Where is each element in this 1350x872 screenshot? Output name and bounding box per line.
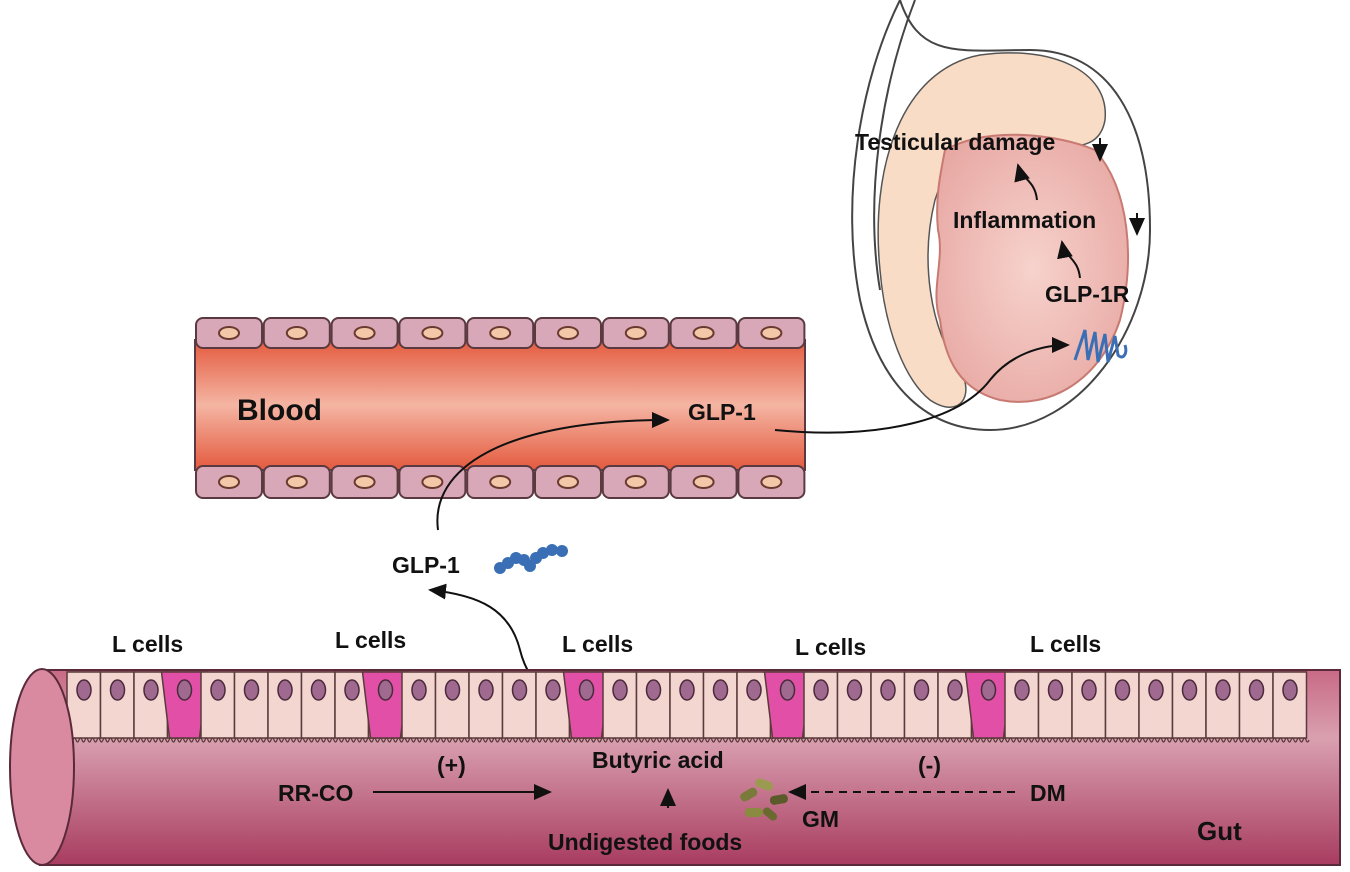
cell-nucleus [421,475,444,489]
cell-nucleus [1248,679,1265,701]
cell-nucleus [353,475,376,489]
l-cell-body [763,671,812,739]
cell-nucleus [143,679,159,701]
curved-arrow-icon [1057,240,1081,279]
cell-nucleus [612,679,628,701]
minus-label: (-) [918,752,941,778]
cell-nucleus [310,679,327,701]
gut-microbiota-icon [740,778,788,821]
cell-nucleus [578,679,595,701]
arrow-to-blood [436,412,670,531]
cell-nucleus [692,326,715,340]
gut [9,668,1341,866]
cell-nucleus [353,326,376,340]
glp1-molecule-icon [494,544,568,574]
dm-label: DM [1030,780,1066,806]
l-cells-label: L cells [1030,631,1101,657]
glp1r-label: GLP-1R [1045,281,1130,307]
cell-nucleus [444,679,461,701]
undigested-foods-label: Undigested foods [548,829,742,855]
cell-nucleus [218,326,240,340]
cell-nucleus [624,475,647,489]
glp1-free-label: GLP-1 [392,552,460,578]
testicular-damage-label: Testicular damage [855,129,1055,155]
cell-nucleus [1014,679,1030,701]
plus-label: (+) [437,752,466,778]
arrow-to-testis [774,337,1070,434]
cell-nucleus [1282,679,1298,701]
epithelial-cell [736,671,772,739]
cell-nucleus [377,679,394,701]
cell-nucleus [489,475,512,489]
testis [851,0,1152,432]
cell-nucleus [411,679,427,701]
cell-nucleus [421,326,444,340]
cell-nucleus [285,326,308,340]
cell-nucleus [746,679,762,701]
cell-nucleus [645,679,662,701]
cell-nucleus [1181,679,1198,701]
curved-arrow-icon [1014,163,1038,201]
cell-nucleus [880,679,896,701]
cell-nucleus [1114,679,1131,701]
l-cells-label: L cells [562,631,633,657]
gm-label: GM [802,806,839,832]
inflammation-label: Inflammation [953,207,1096,233]
cell-nucleus [557,326,579,340]
glp1-receptor-icon [1073,329,1128,363]
cell-nucleus [760,326,783,340]
cell-nucleus [344,679,360,701]
cell-nucleus [511,679,528,701]
l-cells-label: L cells [795,634,866,660]
cell-nucleus [210,679,226,701]
cell-nucleus [913,679,930,701]
cell-nucleus [1047,679,1064,701]
cell-nucleus [813,679,829,701]
cell-nucleus [243,679,260,701]
blood-vessel [194,317,806,499]
cell-nucleus [109,679,126,701]
cell-nucleus [489,326,512,340]
l-cells-label: L cells [335,627,406,653]
cell-nucleus [1215,679,1231,701]
l-cells-label: L cells [112,631,183,657]
cell-nucleus [947,679,963,701]
glp1-blood-label: GLP-1 [688,399,756,425]
cell-nucleus [218,475,240,489]
gut-label: Gut [1197,816,1242,846]
cell-nucleus [557,475,579,489]
cell-nucleus [624,326,647,340]
cell-nucleus [712,679,729,701]
epithelial-cell [836,671,872,739]
cell-nucleus [980,679,997,701]
rr-co-label: RR-CO [278,780,353,806]
cell-nucleus [846,679,863,701]
butyric-acid-label: Butyric acid [592,747,724,773]
cell-nucleus [1148,679,1164,701]
cell-nucleus [545,679,561,701]
l-cell-body [361,671,410,739]
cell-nucleus [285,475,308,489]
cell-nucleus [277,679,293,701]
cell-nucleus [76,679,92,701]
blood-label: Blood [237,394,322,427]
cell-nucleus [478,679,494,701]
cell-nucleus [692,475,715,489]
cell-nucleus [1081,679,1097,701]
cell-nucleus [679,679,695,701]
cell-nucleus [760,475,783,489]
cell-nucleus [779,679,796,701]
microvilli [66,737,1310,743]
cell-nucleus [176,679,193,701]
